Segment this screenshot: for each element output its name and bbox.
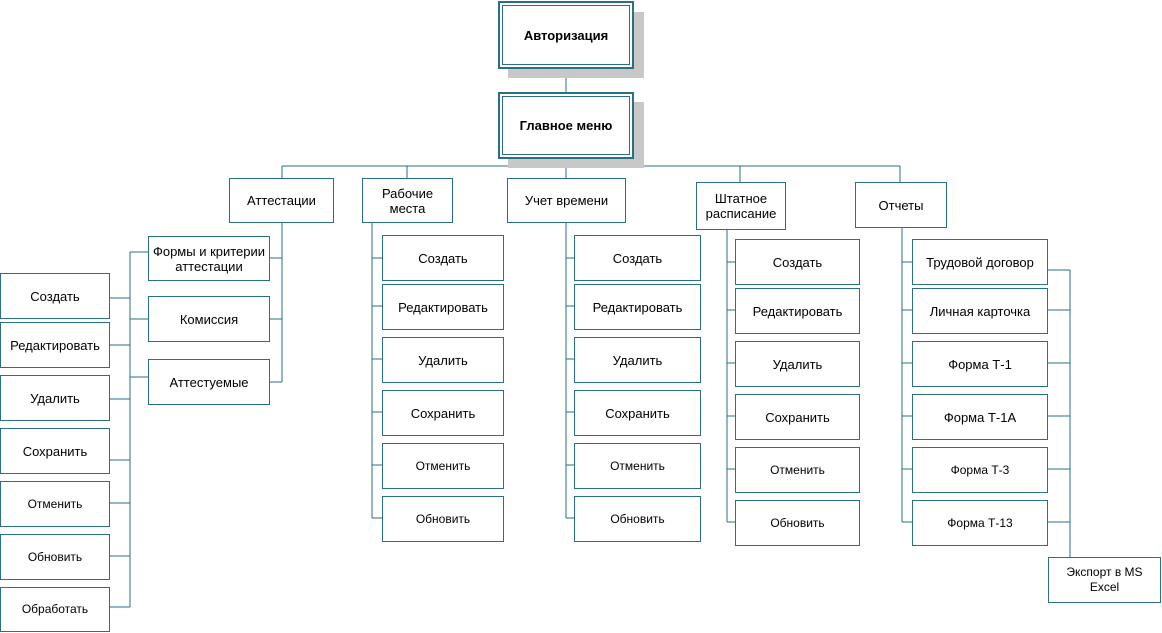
reports-export-excel: Экспорт в MS Excel <box>1048 557 1161 603</box>
action-label: Сохранить <box>605 405 670 421</box>
action-label: Удалить <box>612 352 663 368</box>
branch-reports-label: Отчеты <box>878 197 924 213</box>
staff-action-save: Сохранить <box>735 394 860 440</box>
attestations-action-process: Обработать <box>0 587 110 632</box>
action-label: Обновить <box>415 511 471 526</box>
staff-action-cancel: Отменить <box>735 447 860 493</box>
attestations-sub-forms: Формы и критерии аттестации <box>148 236 270 281</box>
report-item-label: Форма Т-13 <box>947 515 1013 530</box>
workplaces-action-create: Создать <box>382 235 504 281</box>
attestations-sub-attested: Аттестуемые <box>148 359 270 405</box>
action-label: Редактировать <box>752 303 843 319</box>
workplaces-action-delete: Удалить <box>382 337 504 383</box>
auth-label: Авторизация <box>523 27 609 43</box>
action-label: Редактировать <box>592 299 683 315</box>
action-label: Отменить <box>27 496 83 511</box>
time-action-cancel: Отменить <box>574 443 701 489</box>
time-action-edit: Редактировать <box>574 284 701 330</box>
reports-item-labor-contract: Трудовой договор <box>912 239 1048 285</box>
action-label: Создать <box>30 288 80 304</box>
attestations-sub-label: Формы и критерии аттестации <box>152 243 266 274</box>
report-item-label: Трудовой договор <box>926 254 1034 270</box>
reports-item-form-t1a: Форма Т-1А <box>912 394 1048 440</box>
action-label: Обновить <box>27 549 83 564</box>
action-label: Обновить <box>610 511 665 526</box>
time-action-create: Создать <box>574 235 701 281</box>
branch-reports: Отчеты <box>855 182 947 228</box>
branch-time: Учет времени <box>507 178 626 223</box>
auth-node: Авторизация <box>498 1 634 69</box>
branch-attestations-label: Аттестации <box>247 193 316 208</box>
action-label: Редактировать <box>10 337 100 353</box>
report-item-label: Личная карточка <box>929 303 1031 319</box>
report-item-label: Форма Т-3 <box>950 462 1010 477</box>
export-label: Экспорт в MS Excel <box>1066 565 1143 594</box>
time-action-save: Сохранить <box>574 390 701 436</box>
action-label: Редактировать <box>398 299 488 315</box>
workplaces-action-cancel: Отменить <box>382 443 504 489</box>
action-label: Обработать <box>21 602 89 616</box>
workplaces-action-edit: Редактировать <box>382 284 504 330</box>
attestations-action-cancel: Отменить <box>0 481 110 527</box>
time-action-refresh: Обновить <box>574 496 701 542</box>
report-item-label: Форма Т-1А <box>943 409 1017 425</box>
action-label: Сохранить <box>410 405 476 421</box>
action-label: Удалить <box>418 352 468 368</box>
action-label: Отменить <box>610 458 665 473</box>
action-label: Удалить <box>772 356 823 372</box>
main-menu-label: Главное меню <box>519 118 613 133</box>
action-label: Сохранить <box>22 443 88 459</box>
branch-workplaces: Рабочие места <box>362 178 453 223</box>
attestations-action-refresh: Обновить <box>0 534 110 580</box>
action-label: Удалить <box>30 390 80 406</box>
staff-action-refresh: Обновить <box>735 500 860 546</box>
workplaces-action-refresh: Обновить <box>382 496 504 542</box>
attestations-action-edit: Редактировать <box>0 322 110 368</box>
action-label: Создать <box>418 250 468 266</box>
attestations-action-delete: Удалить <box>0 375 110 421</box>
reports-item-personal-card: Личная карточка <box>912 288 1048 334</box>
branch-workplaces-label: Рабочие места <box>381 185 434 216</box>
time-action-delete: Удалить <box>574 337 701 383</box>
workplaces-action-save: Сохранить <box>382 390 504 436</box>
main-menu-node: Главное меню <box>498 92 634 159</box>
staff-action-create: Создать <box>735 239 860 285</box>
reports-item-form-t3: Форма Т-3 <box>912 447 1048 493</box>
attestations-sub-label: Комиссия <box>179 311 239 327</box>
attestations-action-save: Сохранить <box>0 428 110 474</box>
action-label: Создать <box>772 254 823 270</box>
reports-item-form-t1: Форма Т-1 <box>912 341 1048 387</box>
action-label: Отменить <box>770 462 825 477</box>
branch-time-label: Учет времени <box>524 193 609 208</box>
branch-staff: Штатное расписание <box>696 182 786 230</box>
staff-action-edit: Редактировать <box>735 288 860 334</box>
branch-staff-label: Штатное расписание <box>705 191 777 221</box>
attestations-action-create: Создать <box>0 273 110 319</box>
staff-action-delete: Удалить <box>735 341 860 387</box>
branch-attestations: Аттестации <box>229 178 334 223</box>
attestations-sub-commission: Комиссия <box>148 296 270 342</box>
action-label: Сохранить <box>765 409 830 425</box>
attestations-sub-label: Аттестуемые <box>169 374 249 390</box>
action-label: Обновить <box>770 515 825 530</box>
action-label: Создать <box>612 250 663 266</box>
action-label: Отменить <box>415 458 471 473</box>
reports-item-form-t13: Форма Т-13 <box>912 500 1048 546</box>
report-item-label: Форма Т-1 <box>948 356 1012 372</box>
